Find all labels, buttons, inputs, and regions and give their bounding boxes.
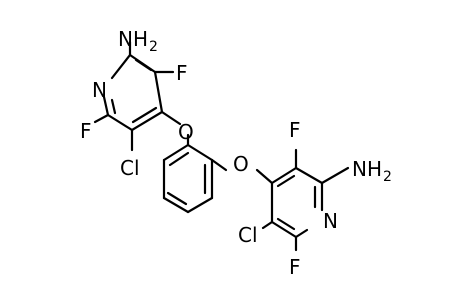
atom-label-f-left-top: F — [176, 61, 188, 85]
bond — [134, 58, 153, 72]
atom-label-o-left: O — [178, 120, 194, 144]
bond — [294, 166, 324, 185]
atom-label-nh2-right: NH — [352, 157, 382, 181]
bond — [276, 174, 296, 188]
bond — [276, 217, 296, 231]
bond-o-c-right — [255, 168, 274, 185]
bond — [130, 110, 164, 132]
bond — [131, 106, 158, 124]
atom-label-cl-right: Cl — [238, 223, 258, 247]
bond-c-f-left-mid — [93, 113, 110, 124]
atom-label-n-left: N — [92, 78, 107, 102]
atom-label-cl-left: Cl — [120, 156, 140, 180]
atom-label-f-right-bottom: F — [289, 255, 301, 279]
bond — [168, 151, 190, 167]
bond — [270, 166, 298, 185]
bond — [186, 196, 214, 214]
bond — [110, 53, 132, 80]
atom-label-f-left-mid: F — [80, 119, 92, 143]
bond-c-o-left — [160, 110, 182, 126]
bond — [270, 220, 298, 239]
central-benzene-ring — [162, 143, 214, 214]
bond — [102, 95, 110, 117]
atom-label-o-right: O — [233, 152, 249, 176]
bond — [153, 70, 164, 114]
atom-label-nh2-left: NH — [118, 27, 148, 51]
bond-c-cl-right — [261, 220, 274, 230]
atom-label-nh2-left-subscript: 2 — [149, 39, 158, 55]
bond — [166, 191, 188, 206]
bond — [106, 113, 134, 132]
left-pyridine-ring — [102, 53, 164, 132]
bond — [110, 98, 117, 115]
bond-c-nh2-right — [320, 166, 350, 185]
bond — [162, 143, 190, 162]
bond — [294, 228, 309, 239]
atom-label-f-right-top: F — [289, 118, 301, 142]
atom-label-n-right: N — [323, 209, 338, 233]
bond — [186, 143, 214, 162]
right-pyridine-ring — [270, 166, 324, 239]
bond — [162, 196, 190, 214]
atom-label-nh2-right-subscript: 2 — [383, 169, 392, 185]
bond-benzene-o-right — [210, 158, 228, 172]
